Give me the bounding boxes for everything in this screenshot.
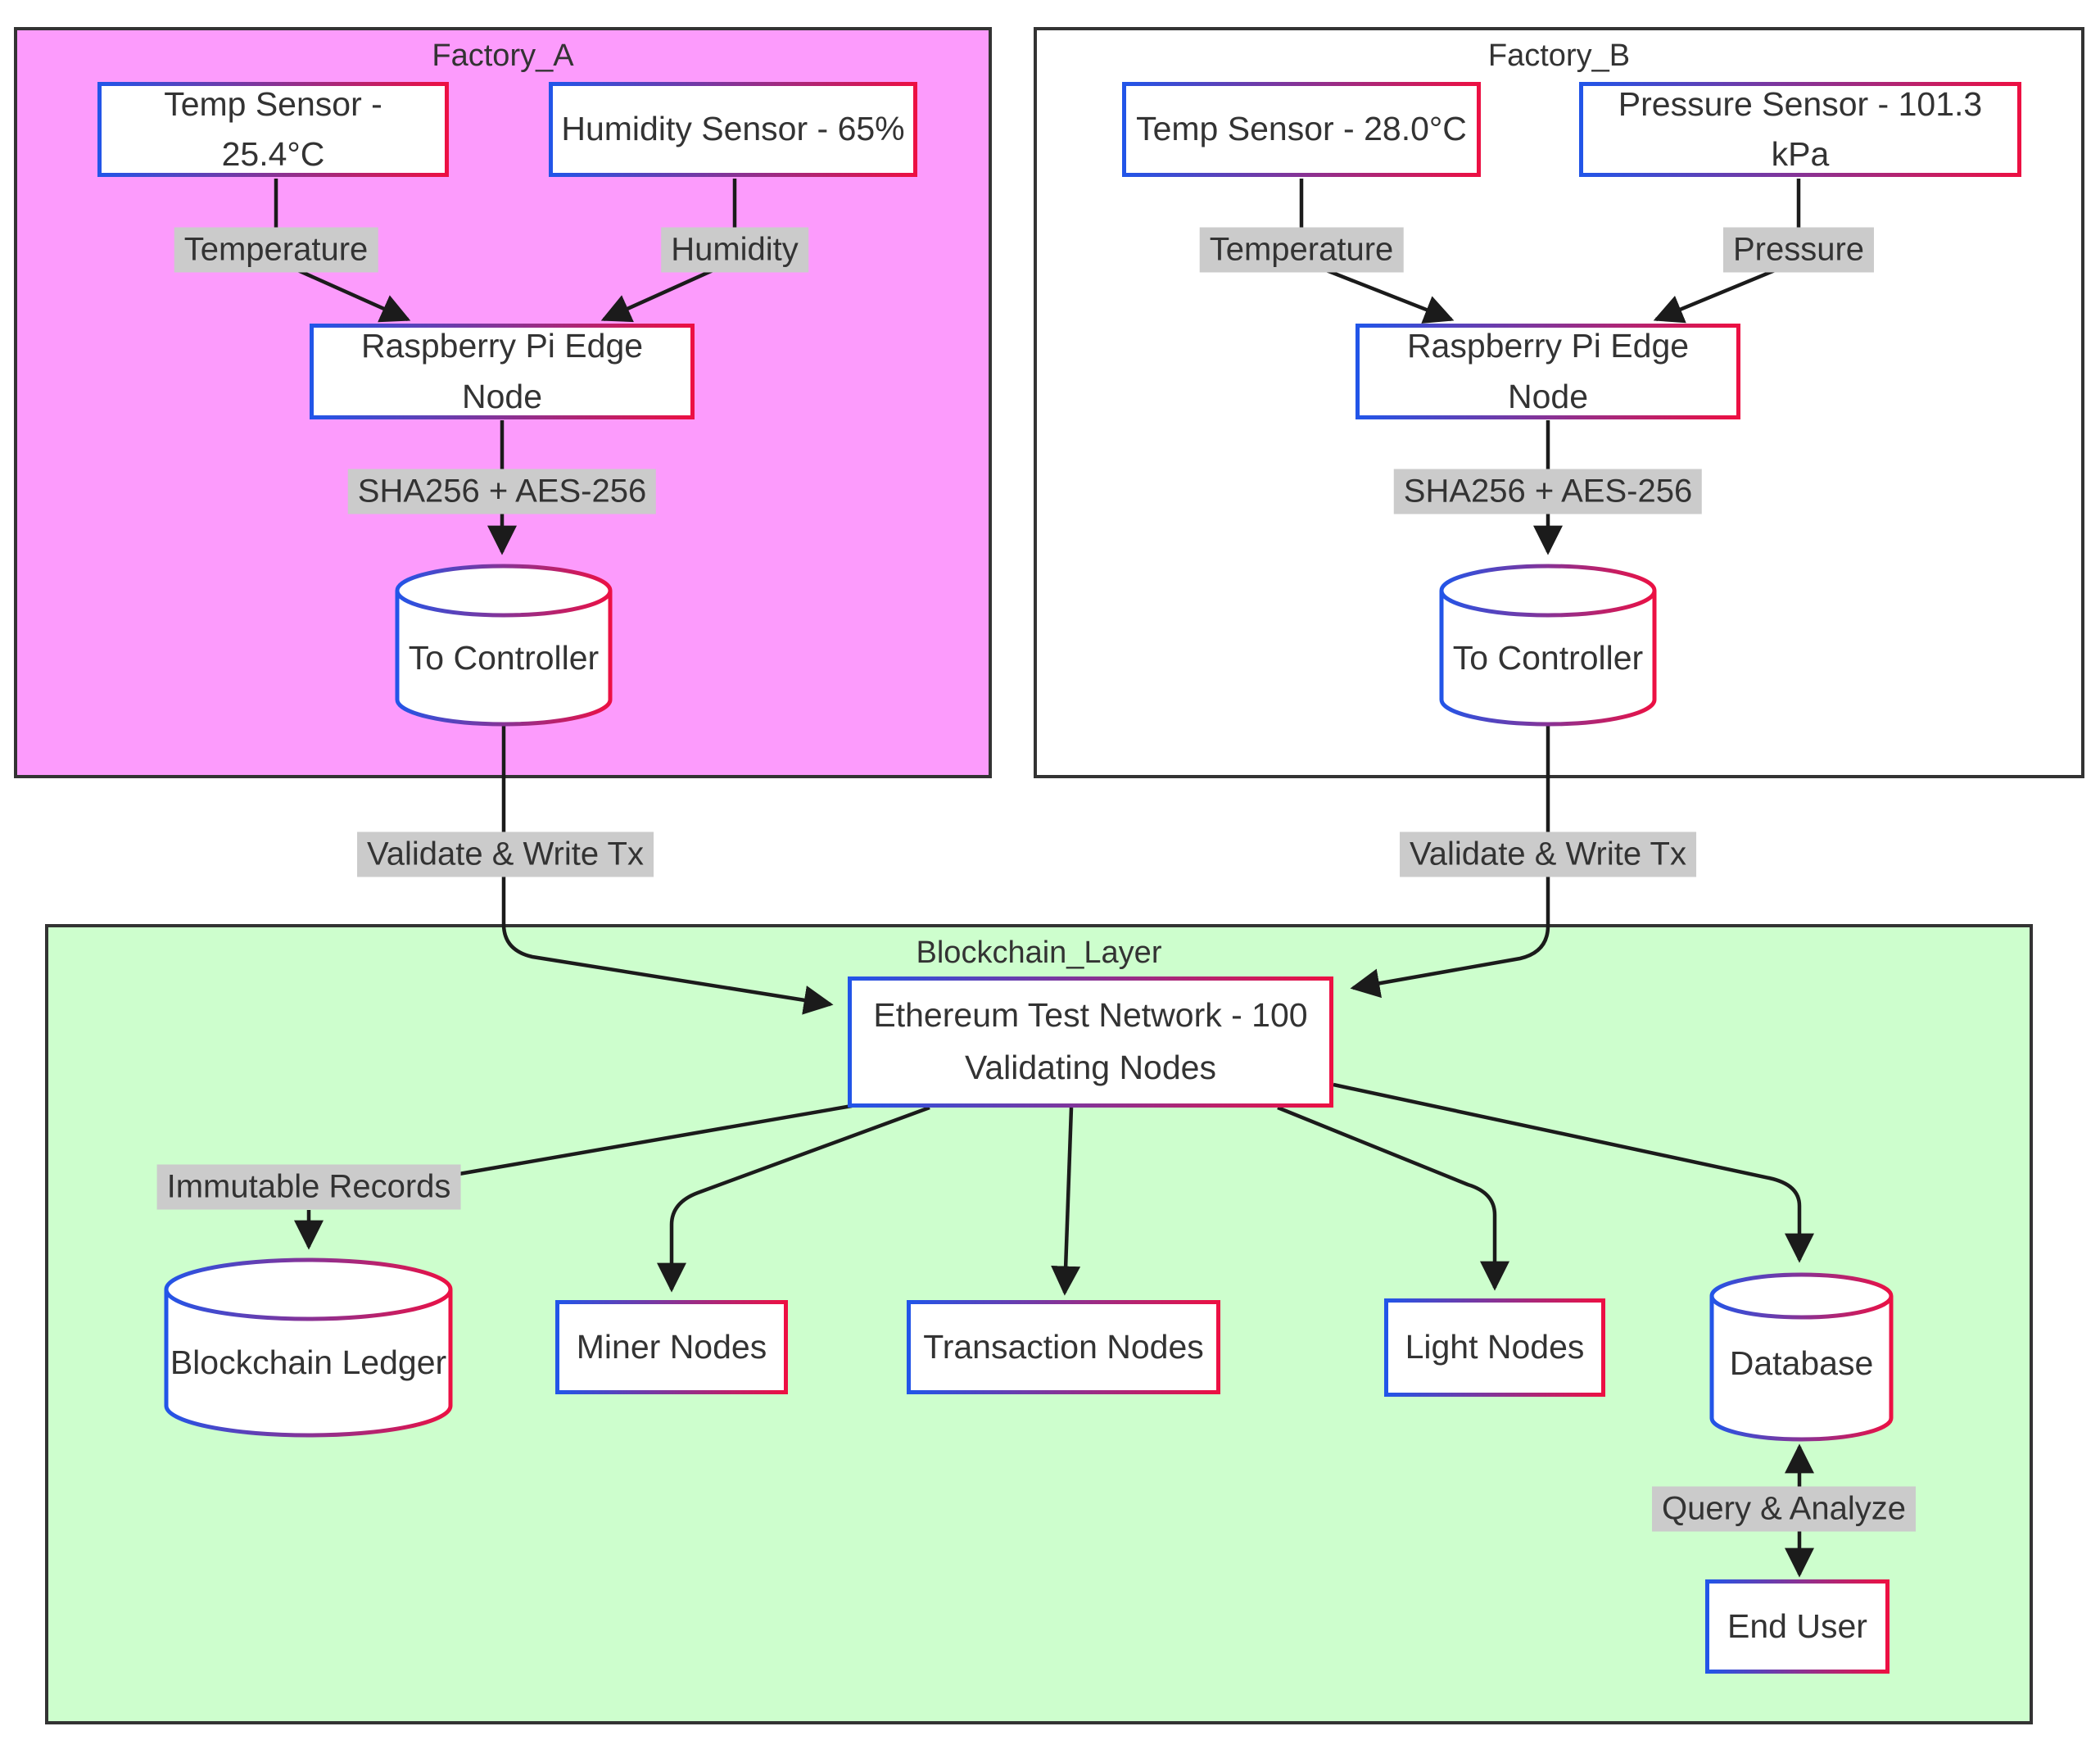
edge-eth-miner (657, 1105, 930, 1293)
node-edge-node-b: Raspberry Pi Edge Node (1355, 324, 1740, 419)
node-pressure-sensor: Pressure Sensor - 101.3 kPa (1579, 82, 2021, 177)
edge-eth-light (1277, 1105, 1509, 1291)
cylinder-database-label: Database (1729, 1343, 1874, 1382)
node-temp-sensor-b: Temp Sensor - 28.0°C (1122, 82, 1481, 177)
edge-eth-transaction (1051, 1107, 1081, 1296)
node-edge-node-a: Raspberry Pi Edge Node (310, 324, 695, 419)
edge-ctrlB-eth (1350, 726, 1550, 999)
node-humidity-sensor: Humidity Sensor - 65% (549, 82, 917, 177)
edge-label-temperature-b: Temperature (1199, 227, 1404, 273)
cylinder-blockchain-ledger: Blockchain Ledger (164, 1257, 453, 1438)
edge-label-validate-b: Validate & Write Tx (1400, 831, 1696, 877)
blockchain-layer-title: Blockchain_Layer (916, 936, 1162, 970)
edge-label-encryption-b: SHA256 + AES-256 (1393, 469, 1703, 514)
cylinder-database: Database (1709, 1272, 1894, 1442)
edge-label-pressure: Pressure (1722, 227, 1875, 273)
factory-b-title: Factory_B (1487, 39, 1631, 73)
edge-ctrlA-eth (501, 726, 834, 1015)
cylinder-blockchain-ledger-label: Blockchain Ledger (170, 1343, 447, 1381)
edge-label-encryption-a: SHA256 + AES-256 (347, 469, 657, 514)
cylinder-controller-b-label: To Controller (1452, 638, 1644, 677)
edge-label-query-analyze: Query & Analyze (1652, 1486, 1916, 1532)
cylinder-controller-a: To Controller (395, 564, 613, 727)
edge-eth-database (1333, 1082, 1814, 1263)
node-end-user: End User (1705, 1579, 1890, 1674)
edge-eth-ledger-diagonal (425, 1103, 853, 1182)
node-transaction-nodes: Transaction Nodes (907, 1300, 1220, 1394)
edge-label-temperature-a: Temperature (174, 227, 378, 273)
node-miner-nodes: Miner Nodes (555, 1300, 788, 1394)
cylinder-controller-a-label: To Controller (408, 638, 600, 677)
factory-a-title: Factory_A (432, 39, 574, 73)
node-light-nodes: Light Nodes (1384, 1298, 1605, 1397)
edge-label-humidity: Humidity (661, 227, 808, 273)
edge-label-validate-a: Validate & Write Tx (357, 831, 654, 877)
node-ethereum-network: Ethereum Test Network - 100 Validating N… (848, 976, 1333, 1108)
node-temp-sensor-a: Temp Sensor - 25.4°C (97, 82, 449, 177)
cylinder-controller-b: To Controller (1439, 564, 1657, 727)
edge-label-immutable-records: Immutable Records (156, 1164, 461, 1210)
